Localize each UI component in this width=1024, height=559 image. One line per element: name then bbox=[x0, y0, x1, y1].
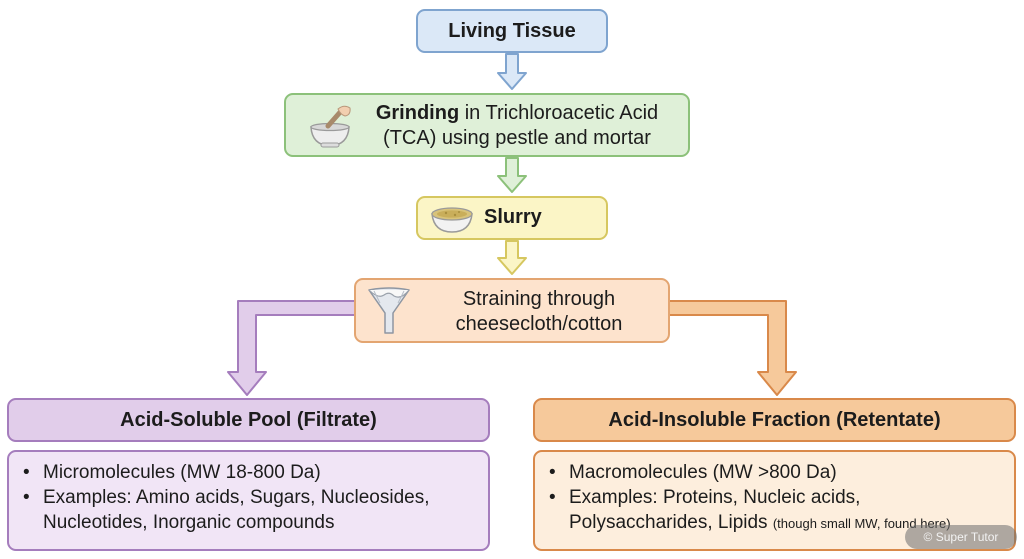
acid-soluble-header: Acid-Soluble Pool (Filtrate) bbox=[7, 398, 490, 442]
soluble-bullet2-line2: Nucleotides, Inorganic compounds bbox=[43, 512, 335, 533]
living-tissue-node: Living Tissue bbox=[416, 9, 608, 53]
soluble-bullet2-line1: Examples: Amino acids, Sugars, Nucleosid… bbox=[43, 487, 430, 508]
acid-insoluble-header: Acid-Insoluble Fraction (Retentate) bbox=[533, 398, 1016, 442]
insoluble-bullet2-line2: Polysaccharides, Lipids bbox=[569, 512, 768, 533]
bullet: • bbox=[549, 462, 556, 483]
straining-text: Straining through cheesecloth/cotton bbox=[418, 287, 660, 337]
bullet: • bbox=[23, 487, 30, 508]
living-tissue-label: Living Tissue bbox=[448, 19, 576, 42]
arrow-straining-to-insoluble bbox=[668, 300, 797, 396]
straining-line1: Straining through bbox=[462, 288, 616, 310]
insoluble-bullet2-line1: Examples: Proteins, Nucleic acids, bbox=[569, 487, 861, 508]
grinding-line2: (TCA) using pestle and mortar bbox=[383, 127, 651, 149]
grinding-node: Grinding in Trichloroacetic Acid (TCA) u… bbox=[284, 93, 690, 157]
straining-node: Straining through cheesecloth/cotton bbox=[354, 278, 670, 343]
straining-line2: cheesecloth/cotton bbox=[455, 313, 623, 335]
list-item: • Examples: Amino acids, Sugars, Nucleos… bbox=[23, 485, 480, 535]
arrow-straining-to-soluble bbox=[227, 300, 356, 396]
slurry-label: Slurry bbox=[484, 206, 542, 228]
bullet: • bbox=[23, 462, 30, 483]
acid-soluble-title: Acid-Soluble Pool (Filtrate) bbox=[120, 408, 377, 431]
grinding-text: Grinding in Trichloroacetic Acid (TCA) u… bbox=[356, 101, 678, 151]
funnel-cheesecloth-icon bbox=[368, 287, 410, 334]
mortar-pestle-icon bbox=[310, 105, 351, 148]
slurry-node: Slurry bbox=[416, 196, 608, 240]
acid-soluble-details: • Micromolecules (MW 18-800 Da) • Exampl… bbox=[7, 450, 490, 551]
list-item: • Macromolecules (MW >800 Da) bbox=[549, 460, 1006, 485]
list-item: • Micromolecules (MW 18-800 Da) bbox=[23, 460, 480, 485]
arrow-living-to-grinding bbox=[497, 53, 527, 90]
bullet: • bbox=[549, 487, 556, 508]
insoluble-note: (though small MW, found here) bbox=[772, 516, 951, 531]
soluble-bullet1: Micromolecules (MW 18-800 Da) bbox=[43, 462, 321, 483]
insoluble-bullet1: Macromolecules (MW >800 Da) bbox=[569, 462, 837, 483]
arrow-slurry-to-straining bbox=[497, 240, 527, 275]
acid-insoluble-title: Acid-Insoluble Fraction (Retentate) bbox=[608, 408, 941, 431]
grinding-line1-rest: in Trichloroacetic Acid bbox=[459, 102, 659, 124]
list-item: • Examples: Proteins, Nucleic acids, Pol… bbox=[549, 485, 1006, 536]
arrow-grinding-to-slurry bbox=[497, 157, 527, 193]
watermark: © Super Tutor bbox=[905, 525, 1017, 549]
grinding-keyword: Grinding bbox=[375, 102, 460, 124]
slurry-bowl-icon bbox=[431, 207, 473, 233]
